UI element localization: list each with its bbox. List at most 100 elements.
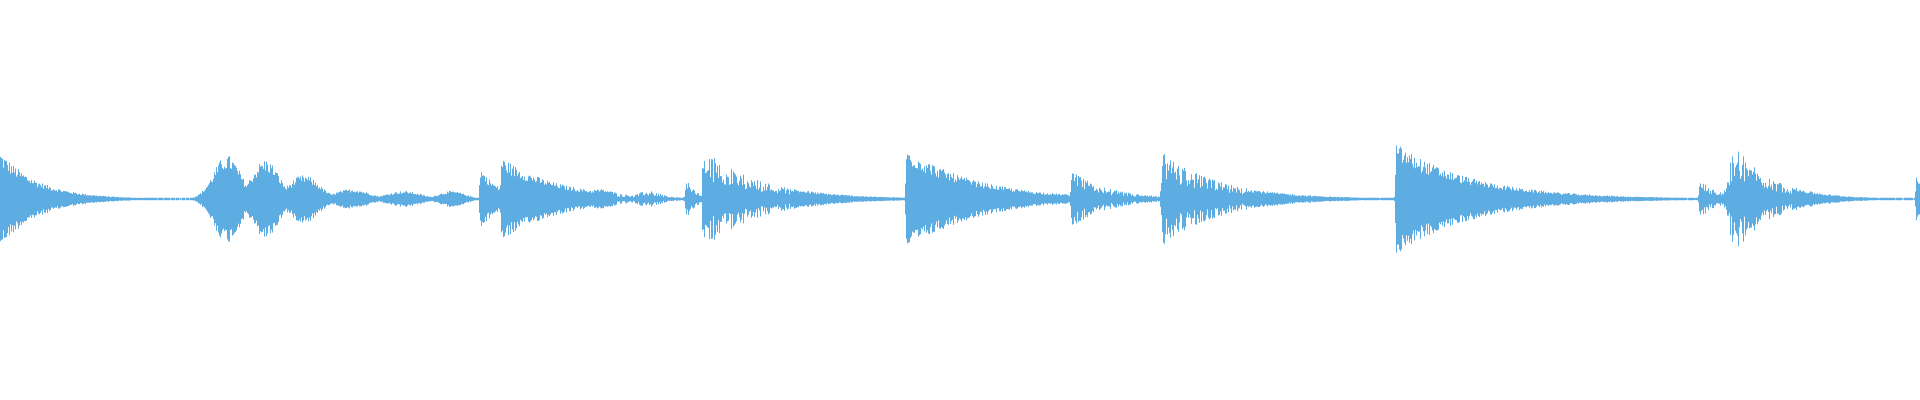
waveform-sample (435, 195, 436, 203)
waveform-sample (1020, 191, 1021, 207)
waveform-sample (163, 198, 164, 200)
waveform-sample (5, 160, 6, 238)
waveform-sample (1379, 198, 1380, 200)
waveform-sample (666, 196, 667, 202)
waveform-sample (1340, 196, 1341, 202)
waveform-sample (168, 197, 169, 201)
waveform-sample (1819, 193, 1820, 205)
waveform-sample (517, 176, 518, 222)
waveform-sample (1908, 197, 1909, 201)
waveform-sample (336, 192, 337, 206)
waveform-sample (206, 187, 207, 211)
waveform-sample (1538, 192, 1539, 206)
waveform-sample (613, 193, 614, 205)
waveform-sample (485, 181, 486, 217)
waveform-sample (519, 171, 520, 227)
waveform-sample (1623, 196, 1624, 202)
waveform-sample (404, 192, 405, 206)
waveform-sample (551, 185, 552, 213)
waveform-sample (802, 191, 803, 207)
waveform-sample (1265, 193, 1266, 205)
waveform-sample (662, 194, 663, 204)
waveform-sample (1656, 197, 1657, 201)
waveform-sample (392, 194, 393, 204)
waveform-sample (233, 163, 234, 235)
waveform-sample (1380, 198, 1381, 200)
waveform-sample (506, 170, 507, 228)
waveform-sample (1911, 197, 1912, 201)
waveform-sample (832, 194, 833, 204)
waveform-sample (1256, 191, 1257, 207)
waveform-sample (408, 193, 409, 205)
waveform-sample (767, 186, 768, 212)
waveform-sample (688, 183, 689, 215)
waveform-sample (1398, 153, 1399, 245)
waveform-sample (1490, 183, 1491, 215)
waveform-sample (1412, 163, 1413, 235)
waveform-sample (812, 192, 813, 206)
waveform-sample (998, 189, 999, 209)
waveform-sample (1547, 193, 1548, 205)
waveform-sample (34, 180, 35, 218)
waveform-sample (203, 191, 204, 207)
waveform-sample (42, 183, 43, 215)
waveform-sample (1194, 187, 1195, 211)
waveform-sample (418, 195, 419, 203)
waveform-sample (721, 176, 722, 222)
waveform-sample (1897, 197, 1898, 201)
waveform-sample (955, 179, 956, 219)
waveform-sample (369, 194, 370, 204)
waveform-sample (1098, 192, 1099, 206)
waveform-sample (328, 192, 329, 206)
waveform-sample (335, 194, 336, 204)
waveform-sample (726, 174, 727, 224)
waveform-sample (468, 195, 469, 203)
waveform-sample (493, 185, 494, 213)
waveform-sample (313, 179, 314, 219)
waveform-sample (564, 186, 565, 212)
waveform-sample (1421, 172, 1422, 226)
waveform-sample (1390, 197, 1391, 201)
waveform-sample (867, 196, 868, 202)
waveform-sample (1087, 180, 1088, 218)
waveform-sample (1090, 183, 1091, 215)
waveform-sample (1229, 192, 1230, 206)
waveform-sample (469, 196, 470, 202)
waveform-sample (1017, 189, 1018, 209)
waveform-sample (326, 192, 327, 206)
waveform-sample (180, 197, 181, 201)
waveform-sample (98, 195, 99, 203)
waveform-sample (1825, 195, 1826, 203)
waveform-sample (576, 191, 577, 207)
waveform-sample (1050, 194, 1051, 204)
waveform-sample (27, 180, 28, 218)
waveform-sample (1600, 196, 1601, 202)
waveform-sample (966, 177, 967, 221)
waveform-sample (1873, 197, 1874, 201)
waveform-sample (1061, 194, 1062, 204)
waveform-sample (944, 172, 945, 226)
waveform-sample (748, 183, 749, 215)
waveform-sample (884, 197, 885, 201)
waveform-sample (1469, 181, 1470, 217)
waveform-sample (1721, 195, 1722, 203)
waveform-sample (1838, 195, 1839, 203)
waveform-sample (948, 173, 949, 225)
waveform-sample (879, 196, 880, 202)
waveform-sample (1584, 194, 1585, 204)
waveform-sample (18, 169, 19, 229)
waveform-sample (1362, 197, 1363, 201)
waveform-sample (1190, 180, 1191, 218)
waveform-sample (695, 193, 696, 205)
waveform-sample (1805, 192, 1806, 206)
waveform-sample (981, 186, 982, 212)
waveform-sample (606, 192, 607, 206)
waveform-sample (903, 197, 904, 201)
waveform-sample (1011, 188, 1012, 210)
waveform-sample (614, 192, 615, 206)
waveform-sample (1874, 197, 1875, 201)
waveform-sample (1777, 183, 1778, 215)
waveform-sample (370, 195, 371, 203)
waveform-sample (44, 185, 45, 213)
waveform-sample (343, 190, 344, 208)
